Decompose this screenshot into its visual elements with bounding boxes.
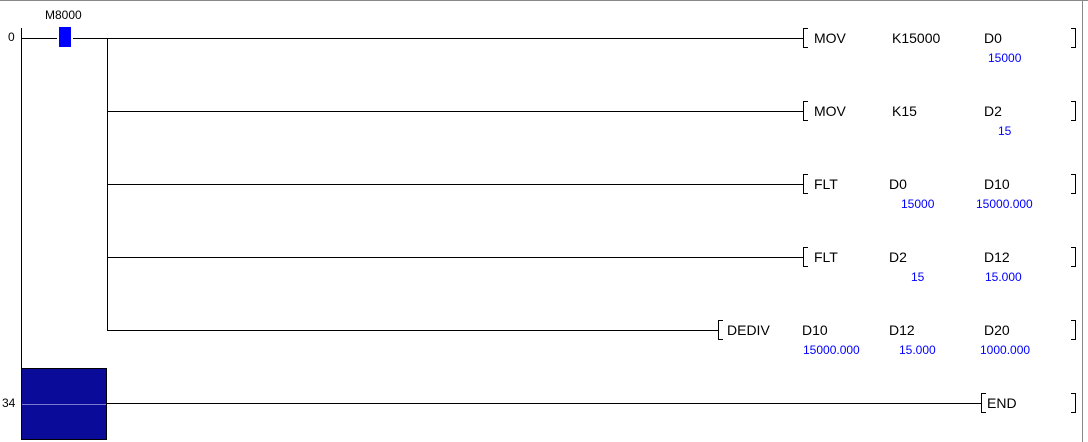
instruction-mnemonic[interactable]: FLT: [814, 249, 838, 265]
operand-value: 15000.000: [803, 343, 860, 357]
right-bracket-icon: [1075, 174, 1076, 194]
left-bracket-icon: [981, 393, 982, 413]
operand-value: 15000: [988, 51, 1022, 65]
right-rail: [1082, 0, 1083, 442]
operand[interactable]: K15000: [892, 30, 941, 46]
operand-value: 15000: [901, 197, 935, 211]
operand[interactable]: D2: [984, 103, 1002, 119]
operand[interactable]: K15: [892, 103, 917, 119]
left-bracket-icon: [803, 247, 808, 248]
operand-value: 15: [998, 124, 1012, 138]
left-bracket-icon: [718, 320, 723, 321]
operand[interactable]: D20: [984, 322, 1010, 338]
right-bracket-icon: [1075, 247, 1076, 267]
left-bracket-icon: [718, 339, 723, 340]
left-bracket-icon: [803, 101, 804, 121]
operand-value: 15: [911, 270, 925, 284]
left-bracket-icon: [803, 47, 808, 48]
operand[interactable]: D10: [984, 176, 1010, 192]
editor-cursor[interactable]: [21, 368, 107, 440]
left-bracket-icon: [803, 193, 808, 194]
step-number: 34: [2, 396, 16, 410]
instruction-mnemonic[interactable]: FLT: [814, 176, 838, 192]
right-bracket-icon: [1075, 101, 1076, 121]
operand[interactable]: D12: [984, 249, 1010, 265]
left-bracket-icon: [803, 28, 808, 29]
right-bracket-icon: [1071, 47, 1076, 48]
right-bracket-icon: [1071, 28, 1076, 29]
right-bracket-icon: [1071, 266, 1076, 267]
instruction-mnemonic[interactable]: DEDIV: [727, 322, 770, 338]
left-bracket-icon: [803, 101, 808, 102]
right-bracket-icon: [1071, 174, 1076, 175]
right-bracket-icon: [1071, 120, 1076, 121]
left-bracket-icon: [803, 174, 804, 194]
cursor-divider: [22, 404, 106, 405]
right-bracket-icon: [1075, 393, 1076, 413]
top-border: [0, 0, 1088, 1]
operand[interactable]: D2: [889, 249, 907, 265]
left-bracket-icon: [718, 320, 719, 340]
left-bracket-icon: [803, 266, 808, 267]
rung-wire: [107, 330, 718, 331]
operand-value: 15.000: [985, 270, 1022, 284]
left-bracket-icon: [803, 120, 808, 121]
right-bracket-icon: [1075, 28, 1076, 48]
right-bracket-icon: [1071, 101, 1076, 102]
left-bracket-icon: [981, 412, 986, 413]
left-bracket-icon: [803, 28, 804, 48]
operand[interactable]: D12: [889, 322, 915, 338]
right-bracket-icon: [1071, 193, 1076, 194]
contact-device-label: M8000: [45, 8, 82, 22]
operand-value: 15000.000: [976, 197, 1033, 211]
right-bracket-icon: [1071, 339, 1076, 340]
rung-wire: [107, 403, 981, 404]
instruction-mnemonic[interactable]: MOV: [814, 103, 846, 119]
rung-wire: [107, 111, 803, 112]
right-bracket-icon: [1071, 247, 1076, 248]
right-bracket-icon: [1075, 320, 1076, 340]
step-number: 0: [8, 30, 15, 44]
left-power-rail: [21, 28, 22, 368]
left-bracket-icon: [803, 247, 804, 267]
operand[interactable]: D0: [984, 30, 1002, 46]
operand[interactable]: D10: [802, 322, 828, 338]
rung-wire: [21, 38, 57, 39]
right-bracket-icon: [1071, 412, 1076, 413]
rung-wire: [73, 38, 803, 39]
left-bracket-icon: [803, 174, 808, 175]
rung-wire: [107, 184, 803, 185]
right-bracket-icon: [1071, 393, 1076, 394]
operand-value: 1000.000: [980, 343, 1031, 357]
rung-wire: [107, 257, 803, 258]
instruction-mnemonic[interactable]: MOV: [814, 30, 846, 46]
right-bracket-icon: [1071, 320, 1076, 321]
operand[interactable]: D0: [889, 176, 907, 192]
normally-open-contact-icon[interactable]: [59, 27, 71, 47]
operand-value: 15.000: [899, 343, 936, 357]
left-bracket-icon: [981, 393, 986, 394]
instruction-mnemonic[interactable]: END: [987, 395, 1017, 411]
